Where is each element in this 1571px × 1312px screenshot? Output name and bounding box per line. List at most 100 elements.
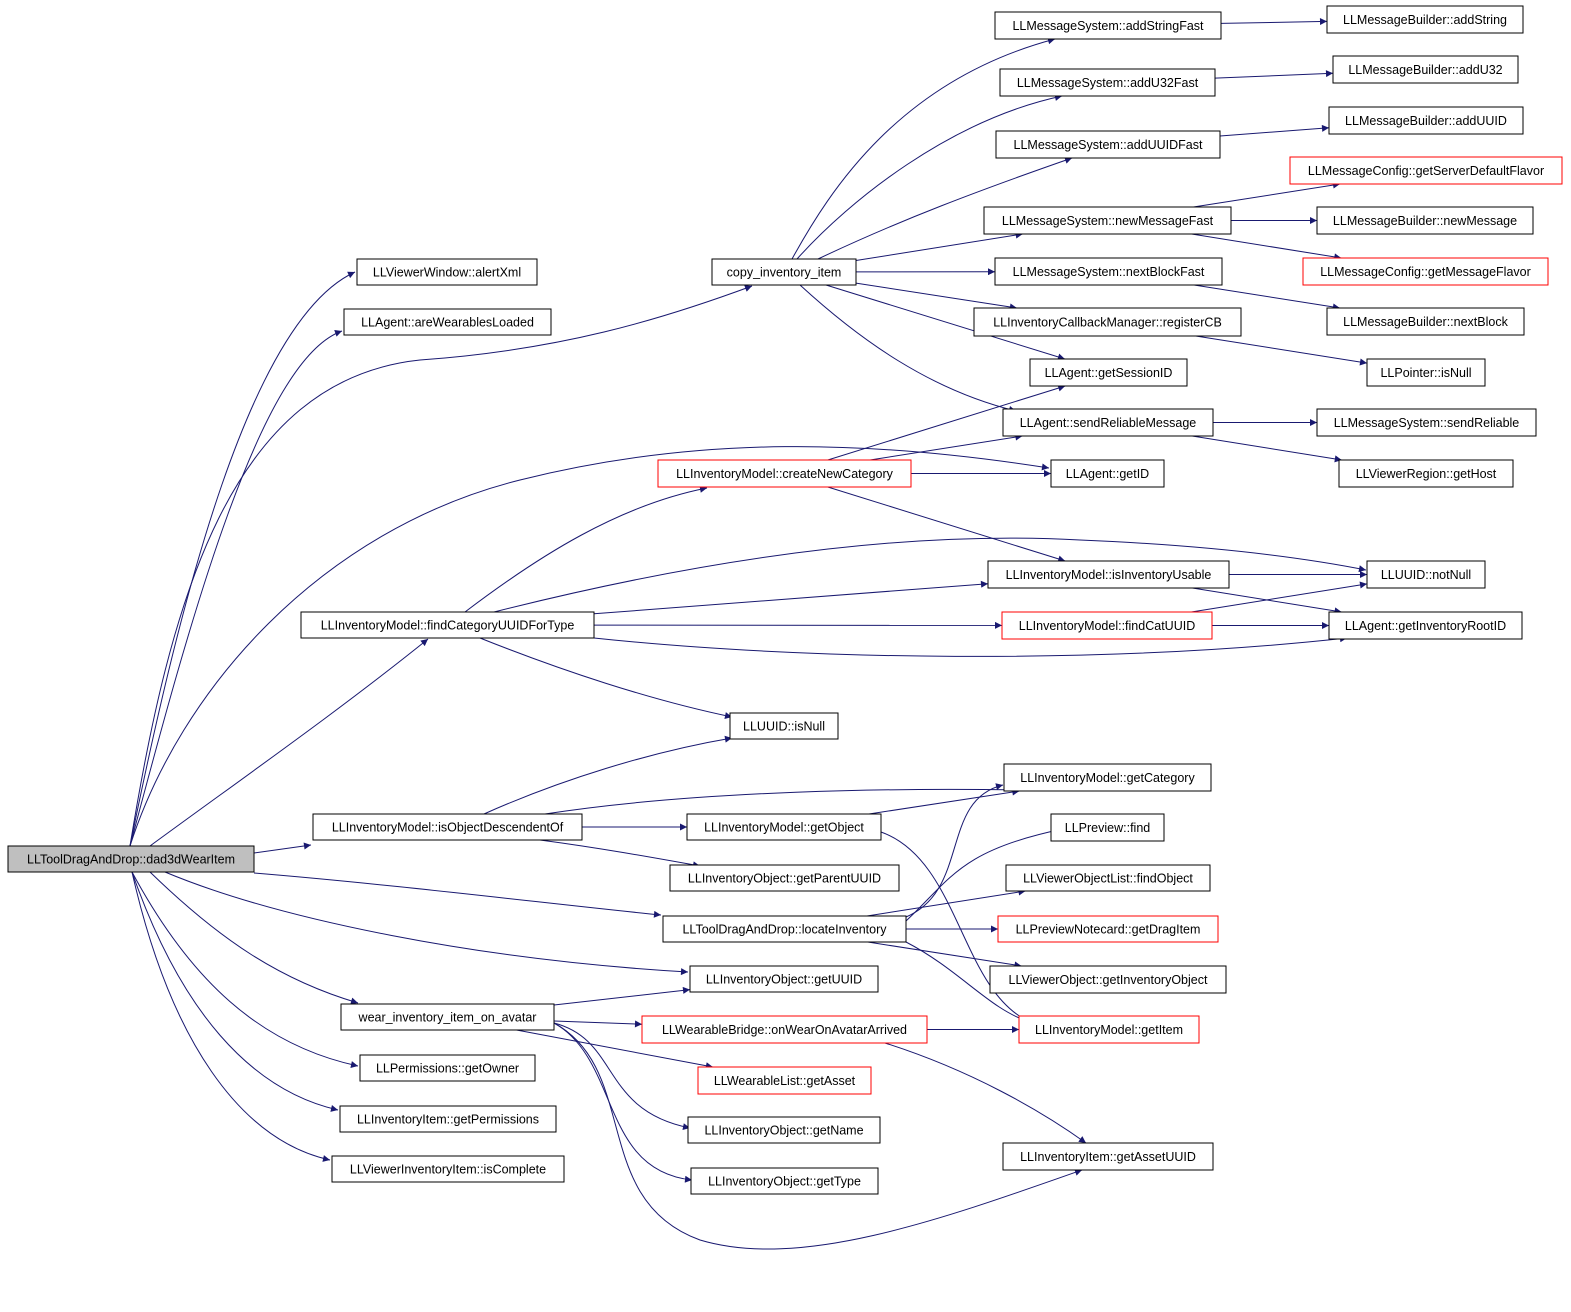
node-box [331, 1155, 565, 1183]
graph-node-mbAddUUID[interactable]: LLMessageBuilder::addUUID [1328, 106, 1524, 135]
node-box [687, 1116, 881, 1144]
node-box [1001, 611, 1213, 640]
node-label: LLUUID::isNull [743, 720, 825, 734]
call-edge-locateInventory-to-findObject [866, 888, 1026, 917]
graph-node-newMessageFast[interactable]: LLMessageSystem::newMessageFast [983, 206, 1232, 235]
node-label: LLViewerInventoryItem::isComplete [350, 1163, 546, 1177]
graph-node-root[interactable]: LLToolDragAndDrop::dad3dWearItem [7, 845, 255, 873]
graph-node-getOwner[interactable]: LLPermissions::getOwner [359, 1054, 536, 1082]
graph-node-getInventoryObject[interactable]: LLViewerObject::getInventoryObject [989, 965, 1227, 994]
graph-node-wlGetAsset[interactable]: LLWearableList::getAsset [697, 1066, 872, 1095]
graph-node-copy_inventory_item[interactable]: copy_inventory_item [711, 258, 857, 286]
graph-node-getAssetUUID[interactable]: LLInventoryItem::getAssetUUID [1002, 1142, 1214, 1171]
graph-node-mbAddU32[interactable]: LLMessageBuilder::addU32 [1332, 55, 1519, 84]
call-edge-copy_inventory_item-to-getSessionID [825, 284, 1066, 361]
node-box [300, 611, 595, 639]
call-edge-copy_inventory_item-to-addStringFast [791, 37, 1056, 260]
graph-node-getDragItem[interactable]: LLPreviewNotecard::getDragItem [997, 915, 1219, 943]
node-label: LLInventoryObject::getUUID [706, 973, 862, 987]
node-label: LLPermissions::getOwner [376, 1062, 519, 1076]
call-edge-findCategoryUUIDForType-to-createNewCategory [464, 485, 708, 613]
call-edge-wear_inventory_item_on_avatar-to-onWearOnAvatarArrived [553, 1020, 643, 1028]
graph-node-getName[interactable]: LLInventoryObject::getName [687, 1116, 881, 1144]
call-edge-wear_inventory_item_on_avatar-to-getType [553, 1022, 693, 1183]
node-label: LLInventoryModel::createNewCategory [676, 467, 894, 481]
graph-node-nextBlockFast[interactable]: LLMessageSystem::nextBlockFast [994, 257, 1223, 286]
graph-node-getObject[interactable]: LLInventoryModel::getObject [686, 813, 882, 841]
node-box [312, 813, 583, 841]
graph-node-uuidIsNull[interactable]: LLUUID::isNull [729, 712, 839, 740]
node-box [1050, 813, 1165, 842]
node-label: LLViewerObject::getInventoryObject [1009, 973, 1208, 987]
graph-node-isObjectDescendentOf[interactable]: LLInventoryModel::isObjectDescendentOf [312, 813, 583, 841]
node-box [1326, 5, 1524, 34]
call-nodes: LLToolDragAndDrop::dad3dWearItemLLViewer… [7, 5, 1563, 1195]
graph-node-createNewCategory[interactable]: LLInventoryModel::createNewCategory [657, 459, 912, 488]
node-label: LLPreviewNotecard::getDragItem [1016, 923, 1201, 937]
graph-node-getHost[interactable]: LLViewerRegion::getHost [1338, 459, 1514, 488]
graph-node-getMessageFlavor[interactable]: LLMessageConfig::getMessageFlavor [1302, 257, 1549, 286]
node-label: LLMessageSystem::nextBlockFast [1013, 265, 1205, 279]
graph-node-sendReliable[interactable]: LLMessageSystem::sendReliable [1316, 408, 1537, 437]
graph-node-getUUID[interactable]: LLInventoryObject::getUUID [689, 965, 879, 993]
node-label: LLAgent::areWearablesLoaded [361, 316, 534, 330]
call-edge-findCategoryUUIDForType-to-uuidIsNull [479, 637, 733, 720]
node-label: LLMessageBuilder::addU32 [1348, 63, 1502, 77]
call-edge-addStringFast-to-mbAddString [1220, 18, 1328, 26]
graph-node-sendReliableMessage[interactable]: LLAgent::sendReliableMessage [1002, 408, 1214, 437]
graph-node-getSessionID[interactable]: LLAgent::getSessionID [1029, 358, 1188, 387]
node-box [973, 307, 1242, 337]
node-box [359, 1054, 536, 1082]
node-label: LLAgent::getInventoryRootID [1345, 619, 1506, 633]
graph-node-addUUIDFast[interactable]: LLMessageSystem::addUUIDFast [995, 130, 1221, 159]
call-edge-findCategoryUUIDForType-to-notNull [493, 537, 1367, 613]
graph-node-wear_inventory_item_on_avatar[interactable]: wear_inventory_item_on_avatar [340, 1003, 555, 1031]
node-box [7, 845, 255, 873]
node-box [995, 130, 1221, 159]
call-edge-root-to-isComplete [131, 871, 331, 1162]
node-box [343, 308, 552, 336]
graph-node-mbNextBlock[interactable]: LLMessageBuilder::nextBlock [1326, 307, 1525, 336]
node-label: wear_inventory_item_on_avatar [358, 1011, 537, 1025]
graph-node-isComplete[interactable]: LLViewerInventoryItem::isComplete [331, 1155, 565, 1183]
node-label: LLAgent::sendReliableMessage [1020, 416, 1197, 430]
graph-node-getServerDefaultFlavor[interactable]: LLMessageConfig::getServerDefaultFlavor [1289, 156, 1563, 185]
graph-node-isInventoryUsable[interactable]: LLInventoryModel::isInventoryUsable [987, 560, 1230, 589]
call-edge-registerCB-to-pointerIsNull [1195, 335, 1368, 366]
graph-node-findCategoryUUIDForType[interactable]: LLInventoryModel::findCategoryUUIDForTyp… [300, 611, 595, 639]
graph-node-getType[interactable]: LLInventoryObject::getType [690, 1167, 879, 1195]
graph-node-registerCB[interactable]: LLInventoryCallbackManager::registerCB [973, 307, 1242, 337]
node-label: LLToolDragAndDrop::dad3dWearItem [27, 853, 235, 867]
node-box [339, 1105, 557, 1133]
node-box [697, 1066, 872, 1095]
call-edge-findCategoryUUIDForType-to-isInventoryUsable [593, 580, 989, 615]
graph-node-alertXml[interactable]: LLViewerWindow::alertXml [356, 258, 538, 286]
graph-node-locateInventory[interactable]: LLToolDragAndDrop::locateInventory [662, 915, 907, 943]
node-label: LLMessageBuilder::addString [1343, 13, 1507, 27]
graph-node-areWearablesLoaded[interactable]: LLAgent::areWearablesLoaded [343, 308, 552, 336]
graph-node-mbNewMessage[interactable]: LLMessageBuilder::newMessage [1316, 206, 1534, 235]
graph-node-getParentUUID[interactable]: LLInventoryObject::getParentUUID [669, 864, 900, 892]
graph-node-notNull[interactable]: LLUUID::notNull [1366, 560, 1486, 589]
node-label: LLAgent::getSessionID [1045, 366, 1173, 380]
node-box [987, 560, 1230, 589]
graph-node-getCategory[interactable]: LLInventoryModel::getCategory [1003, 763, 1212, 792]
graph-node-mbAddString[interactable]: LLMessageBuilder::addString [1326, 5, 1524, 34]
node-box [1332, 55, 1519, 84]
call-edge-copy_inventory_item-to-addUUIDFast [817, 156, 1073, 260]
graph-node-getPermissions[interactable]: LLInventoryItem::getPermissions [339, 1105, 557, 1133]
call-edge-createNewCategory-to-isInventoryUsable [827, 486, 1066, 563]
graph-node-previewFind[interactable]: LLPreview::find [1050, 813, 1165, 842]
graph-node-onWearOnAvatarArrived[interactable]: LLWearableBridge::onWearOnAvatarArrived [641, 1015, 928, 1044]
graph-node-getInventoryRootID[interactable]: LLAgent::getInventoryRootID [1328, 611, 1523, 640]
graph-node-getItem[interactable]: LLInventoryModel::getItem [1018, 1015, 1200, 1044]
graph-node-findObject[interactable]: LLViewerObjectList::findObject [1005, 864, 1211, 892]
node-label: LLViewerObjectList::findObject [1023, 872, 1193, 886]
graph-node-pointerIsNull[interactable]: LLPointer::isNull [1366, 358, 1486, 387]
node-box [994, 257, 1223, 286]
graph-node-findCatUUID[interactable]: LLInventoryModel::findCatUUID [1001, 611, 1213, 640]
graph-node-getID[interactable]: LLAgent::getID [1050, 459, 1165, 488]
node-box [662, 915, 907, 943]
graph-node-addStringFast[interactable]: LLMessageSystem::addStringFast [994, 11, 1222, 40]
graph-node-addU32Fast[interactable]: LLMessageSystem::addU32Fast [999, 68, 1216, 97]
